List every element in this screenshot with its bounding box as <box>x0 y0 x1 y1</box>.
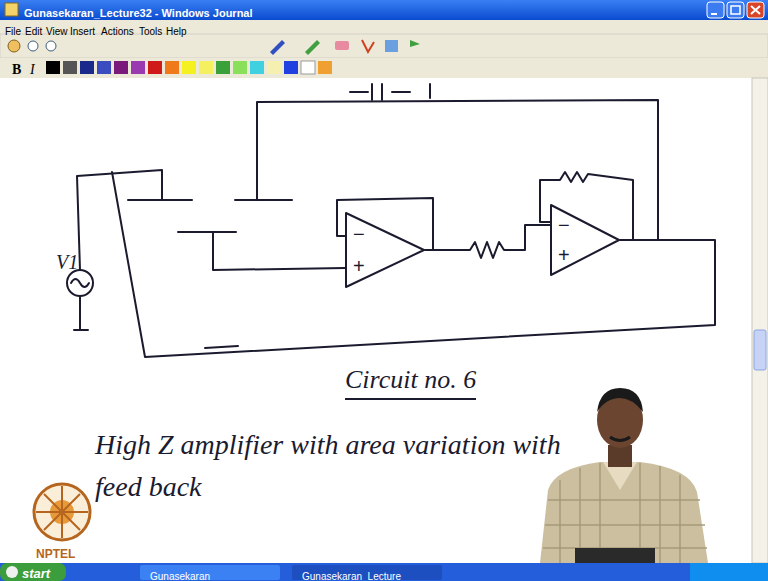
color-palette <box>46 61 332 74</box>
italic-button: I <box>30 62 35 79</box>
system-tray <box>690 563 768 581</box>
menu-item-holder: Actions <box>101 21 134 39</box>
capacitor-plate <box>128 199 192 201</box>
menu-item-holder: Help <box>166 21 187 39</box>
capacitor-symbol <box>350 84 430 100</box>
task-label: Gunasekaran_Lecture <box>302 571 401 581</box>
logo-text: NPTEL <box>36 547 75 561</box>
lecturer-photo <box>540 388 708 563</box>
op-amp-triangle <box>346 213 424 287</box>
minimize-button <box>707 2 724 18</box>
circuit-description-holder: High Z amplifier with area variation wit… <box>95 424 565 508</box>
nptel-logo <box>34 484 90 540</box>
circuit-wires <box>67 84 715 357</box>
input-sign: + <box>558 245 570 265</box>
windows-logo <box>6 566 18 578</box>
source-label-holder: V1 <box>56 250 78 274</box>
palette-bar <box>0 58 768 78</box>
window-title-holder: Gunasekaran_Lecture32 - Windows Journal <box>24 3 253 21</box>
start-label: start <box>22 566 50 581</box>
voltage-source <box>67 270 93 296</box>
sine-symbol <box>71 279 89 287</box>
logo-text-holder: NPTEL <box>36 544 75 562</box>
menu-item: Actions <box>101 26 134 38</box>
scroll-bar <box>752 78 768 563</box>
ground-symbol <box>74 296 88 330</box>
resistor-wire <box>425 225 550 258</box>
bold-button: B <box>12 62 21 79</box>
menu-item-holder: Edit <box>25 21 42 39</box>
italic-button-holder: I <box>30 60 35 79</box>
input-sign: − <box>558 215 570 235</box>
circuit-title-holder: Circuit no. 6 <box>345 364 476 400</box>
input-wire <box>213 232 345 270</box>
capacitor-plate <box>235 199 292 201</box>
source-label: V1 <box>56 250 78 274</box>
task-label-holder: Gunasekaran <box>150 566 210 581</box>
title-bar <box>0 0 768 20</box>
start-label-holder: start <box>22 564 50 581</box>
bold-button-holder: B <box>12 60 21 79</box>
scroll-thumb <box>754 330 766 370</box>
input-sign: + <box>353 256 365 276</box>
feedback-wire <box>337 198 433 250</box>
menu-item-holder: Tools <box>139 21 162 39</box>
window-title: Gunasekaran_Lecture32 - Windows Journal <box>24 7 253 20</box>
menu-item: Insert <box>70 26 95 38</box>
source-wire <box>77 170 162 270</box>
task-label-holder: Gunasekaran_Lecture <box>302 566 401 581</box>
menu-item-holder: File <box>5 21 21 39</box>
start-button <box>0 563 66 581</box>
circuit-description: High Z amplifier with area variation wit… <box>95 429 561 502</box>
op-amp-triangle <box>551 205 619 275</box>
top-wire <box>257 100 658 240</box>
circuit-title: Circuit no. 6 <box>345 364 476 400</box>
menu-item-holder: Insert <box>70 21 95 39</box>
menu-item: File <box>5 26 21 38</box>
menu-item: Tools <box>139 26 162 38</box>
menu-item: Edit <box>25 26 42 38</box>
capacitor-plate <box>178 231 236 233</box>
journal-page <box>0 78 752 563</box>
op-amp: −+ <box>550 204 620 276</box>
menu-item: View <box>46 26 68 38</box>
menu-item-holder: View <box>46 21 68 39</box>
maximize-button <box>727 2 744 18</box>
tool-icons <box>8 40 420 55</box>
close-button <box>747 2 764 18</box>
app-icon <box>5 3 18 16</box>
output-wire <box>112 172 715 357</box>
tool-bar <box>0 34 768 58</box>
task-label: Gunasekaran <box>150 571 210 581</box>
op-amp: −+ <box>345 212 425 288</box>
input-sign: − <box>353 224 365 244</box>
menu-item: Help <box>166 26 187 38</box>
wire-mark <box>205 346 238 348</box>
